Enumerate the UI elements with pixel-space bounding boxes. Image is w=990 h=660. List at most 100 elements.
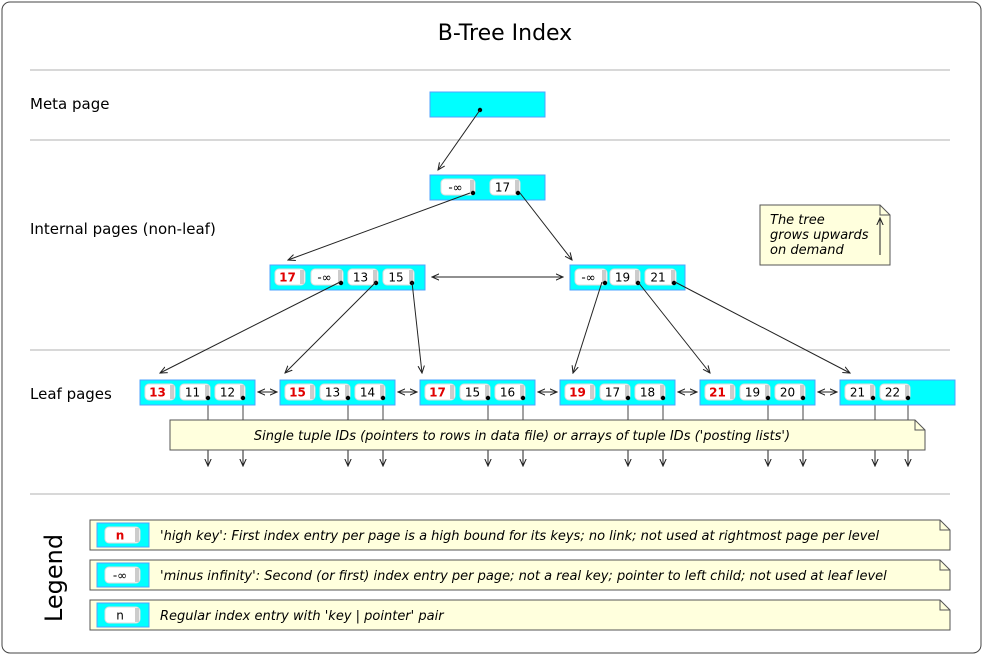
entry-key: 13: [353, 271, 368, 285]
entry-key: -∞: [113, 569, 127, 583]
entry-key: 18: [640, 386, 655, 400]
entry-separator: [310, 385, 314, 399]
entry-key: 19: [569, 386, 586, 400]
leaf-entry: 22: [879, 383, 911, 401]
entry-box: [774, 383, 806, 401]
pointer-dot: [373, 280, 379, 286]
entry-box: [739, 383, 771, 401]
pointer-dot: [485, 395, 491, 401]
legend-text: 'high key': First index entry per page i…: [160, 529, 879, 544]
child-pointer-arrow: [519, 192, 572, 260]
entry-separator: [373, 270, 377, 284]
entry-box: [274, 268, 306, 286]
legend-sample-entry: -∞: [104, 566, 141, 584]
entry-key: n: [116, 609, 124, 623]
entry-box: [459, 383, 491, 401]
grow-note-text: grows upwards: [770, 228, 869, 243]
internal-entry: -∞: [310, 268, 344, 286]
leaf-entry: 18: [634, 383, 666, 401]
entry-box: [704, 383, 736, 401]
leaf-entry: 20: [774, 383, 806, 401]
entry-key: 21: [650, 271, 665, 285]
pointer-dot: [800, 395, 806, 401]
note-fold: [879, 205, 890, 216]
leaf-entry: 19: [739, 383, 771, 401]
entry-key: 19: [615, 271, 630, 285]
entry-box: [382, 268, 415, 286]
child-pointer-arrow: [411, 281, 422, 373]
entry-key: 17: [495, 181, 510, 195]
leaf-entry: 19: [564, 383, 596, 401]
entry-box: [144, 383, 176, 401]
entry-separator: [485, 385, 489, 399]
entry-separator: [380, 385, 384, 399]
entry-key: 17: [605, 386, 620, 400]
entry-key: 13: [325, 386, 340, 400]
leaf-entry: 17: [424, 383, 456, 401]
grow-note-text: The tree: [770, 213, 825, 228]
section-dividers: [30, 69, 950, 495]
section-label-leaf: Leaf pages: [30, 385, 112, 403]
legend-title: Legend: [40, 534, 68, 622]
entry-separator: [135, 608, 139, 622]
leaf-entry: 15: [459, 383, 491, 401]
internal-entry: 13: [347, 268, 379, 286]
leaf-entry: 15: [284, 383, 316, 401]
root-entry: -∞: [440, 178, 476, 196]
internal-entry: 15: [382, 268, 415, 286]
diagram-title: B-Tree Index: [438, 21, 572, 46]
note-fold: [939, 600, 950, 611]
pointer-dot: [625, 395, 631, 401]
entry-key: 21: [850, 386, 865, 400]
entry-key: 11: [185, 386, 200, 400]
leaf-entry: 13: [144, 383, 176, 401]
leaf-entry: 16: [494, 383, 526, 401]
child-pointer-arrow: [160, 281, 341, 373]
entry-separator: [765, 385, 769, 399]
entry-box: [440, 178, 476, 196]
entry-separator: [170, 385, 174, 399]
entry-separator: [660, 385, 664, 399]
entry-key: 15: [289, 386, 306, 400]
entry-separator: [870, 385, 874, 399]
entry-key: -∞: [317, 271, 331, 285]
legend-sample-entry: n: [104, 606, 141, 624]
entry-key: 22: [885, 386, 900, 400]
legend-text: 'minus infinity': Second (or first) inde…: [160, 569, 887, 584]
entry-box: [310, 268, 344, 286]
entry-box: [104, 566, 141, 584]
note-fold: [914, 420, 925, 431]
entry-key: 15: [388, 271, 403, 285]
pointer-dot: [905, 395, 911, 401]
grow-note-text: on demand: [770, 243, 844, 258]
leaf-entry: 11: [179, 383, 211, 401]
entry-box: [564, 383, 596, 401]
entry-separator: [135, 528, 139, 542]
pointer-dot: [660, 395, 666, 401]
entry-separator: [730, 385, 734, 399]
legend-item: [89, 519, 951, 551]
entry-key: -∞: [448, 181, 462, 195]
entry-box: [844, 383, 876, 401]
grow-note: [759, 204, 891, 266]
meta-page: [429, 91, 546, 118]
entry-key: 14: [360, 386, 375, 400]
entry-box: [489, 178, 521, 196]
entry-box: [644, 268, 677, 286]
entry-box: [599, 383, 631, 401]
internal-entry: 17: [274, 268, 306, 286]
pointer-dot: [870, 395, 876, 401]
entry-box: [284, 383, 316, 401]
pointer-dot: [345, 395, 351, 401]
note-fold: [939, 560, 950, 571]
tuple-note: [169, 419, 926, 451]
entry-key: 16: [500, 386, 515, 400]
pointer-dot: [205, 395, 211, 401]
section-label-meta: Meta page: [30, 95, 109, 113]
pointer-dot: [240, 395, 246, 401]
entry-separator: [470, 180, 474, 194]
entry-box: [104, 526, 141, 544]
meta-to-root-arrow: [438, 109, 481, 170]
entry-box: [424, 383, 456, 401]
